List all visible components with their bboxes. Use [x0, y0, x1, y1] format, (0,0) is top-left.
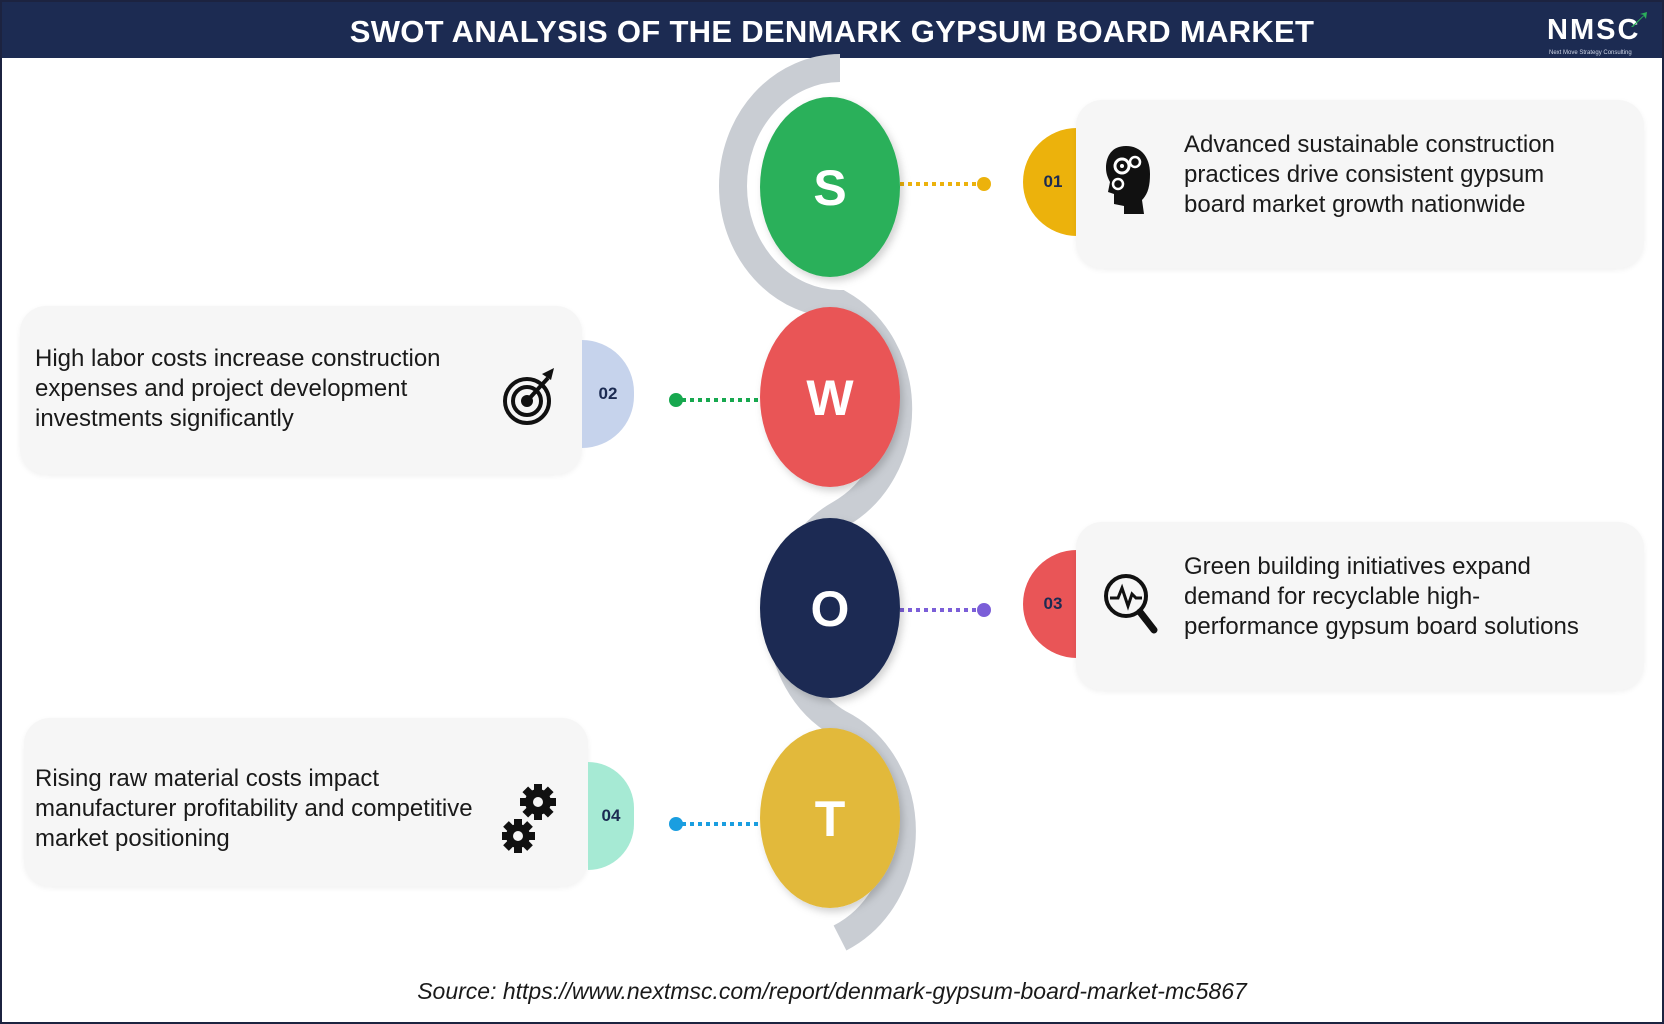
circle-o: O — [760, 518, 900, 698]
card-text-strength: Advanced sustainable construction practi… — [1184, 131, 1555, 218]
connector-s-dot — [977, 177, 991, 191]
letter-s: S — [813, 160, 846, 216]
card-strength: Advanced sustainable construction practi… — [1076, 100, 1644, 268]
card-opportunity: Green building initiatives expand demand… — [1076, 522, 1644, 690]
circle-o-shape — [760, 518, 900, 698]
logo: NMSC Next Move Strategy Consulting — [1542, 10, 1652, 58]
magnifier-pulse-icon — [1104, 574, 1158, 634]
logo-text: NMSC — [1547, 14, 1641, 46]
connector-w-dot — [669, 393, 683, 407]
letter-w: W — [806, 370, 854, 426]
source-citation: Source: https://www.nextmsc.com/report/d… — [417, 978, 1247, 1004]
gears-icon — [502, 784, 556, 853]
logo-tagline: Next Move Strategy Consulting — [1549, 50, 1632, 56]
connector-o-dot — [977, 603, 991, 617]
card-weakness: High labor costs increase construction e… — [20, 306, 582, 474]
logo-arrow-icon — [1631, 12, 1647, 27]
number-02: 02 — [598, 384, 618, 403]
number-04: 04 — [601, 806, 621, 825]
circle-t: T — [760, 728, 900, 908]
page-title: SWOT ANALYSIS OF THE DENMARK GYPSUM BOAR… — [349, 14, 1315, 49]
card-text-threat: Rising raw material costs impact manufac… — [35, 765, 473, 852]
circle-w: W — [760, 307, 900, 487]
circle-t-shape — [760, 728, 900, 908]
card-text-weakness: High labor costs increase construction e… — [35, 345, 441, 432]
connector-t-dot — [669, 817, 683, 831]
circle-w-shape — [760, 307, 900, 487]
header-bar: SWOT ANALYSIS OF THE DENMARK GYPSUM BOAR… — [2, 2, 1662, 58]
circle-s-shape — [760, 97, 900, 277]
circle-s: S — [760, 97, 900, 277]
number-03: 03 — [1043, 594, 1063, 613]
target-arrow-icon — [503, 368, 554, 425]
number-01: 01 — [1043, 172, 1063, 191]
letter-o: O — [811, 581, 850, 637]
card-threat: Rising raw material costs impact manufac… — [24, 718, 588, 886]
card-text-opportunity: Green building initiatives expand demand… — [1184, 553, 1579, 640]
head-gears-icon — [1106, 146, 1150, 214]
letter-t: T — [815, 791, 846, 847]
